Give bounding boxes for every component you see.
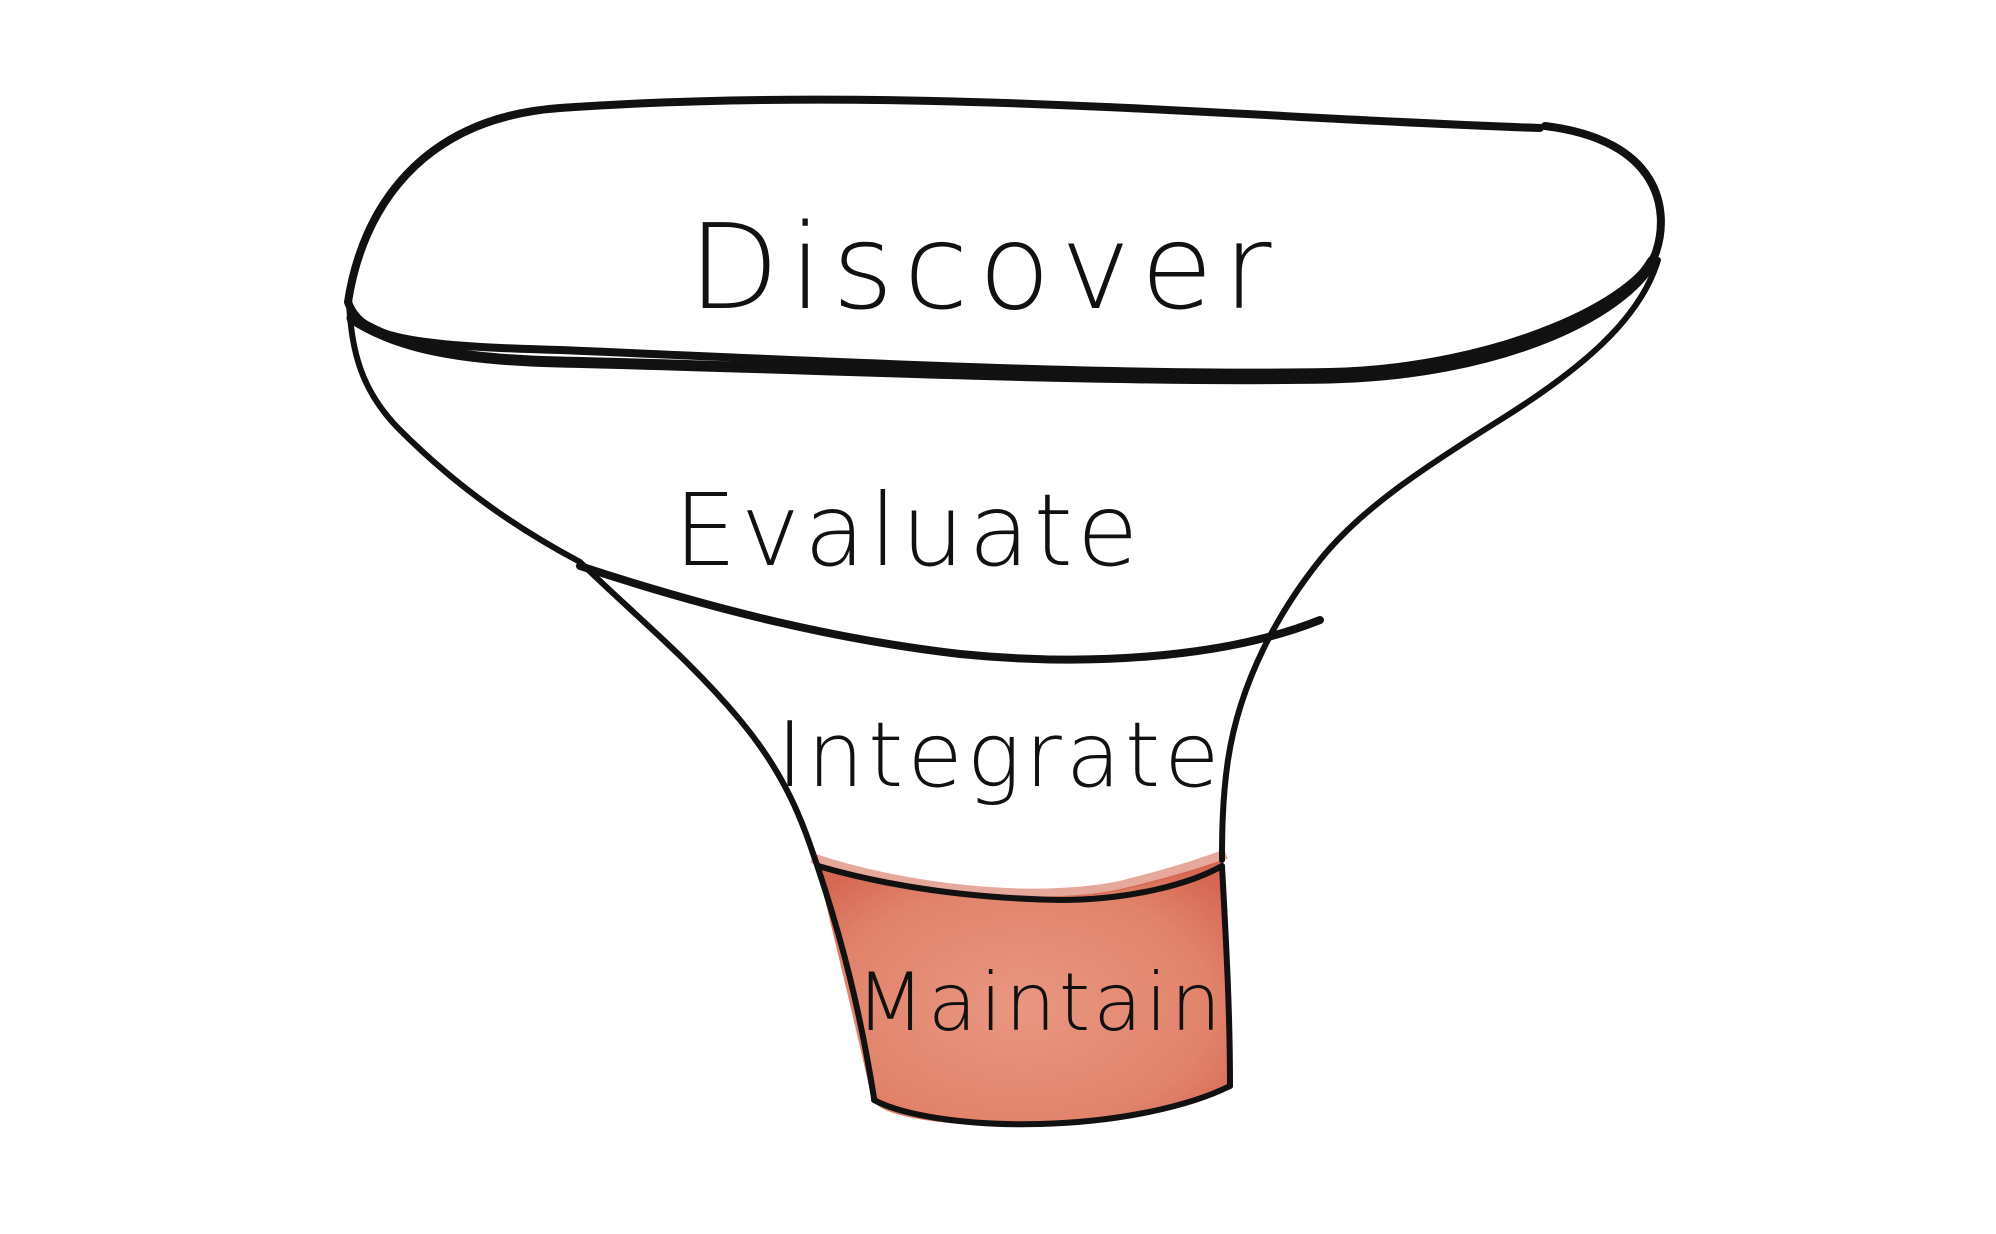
stage-label-maintain: Maintain	[856, 956, 1224, 1049]
stage-label-integrate: Integrate	[776, 703, 1223, 808]
stage-label-evaluate: Evaluate	[674, 472, 1143, 589]
maintain-band-edge	[810, 849, 1228, 899]
stage-label-discover: Discover	[688, 198, 1281, 336]
funnel-outline	[344, 95, 1665, 1128]
maintain-band-fill	[816, 860, 1228, 1126]
